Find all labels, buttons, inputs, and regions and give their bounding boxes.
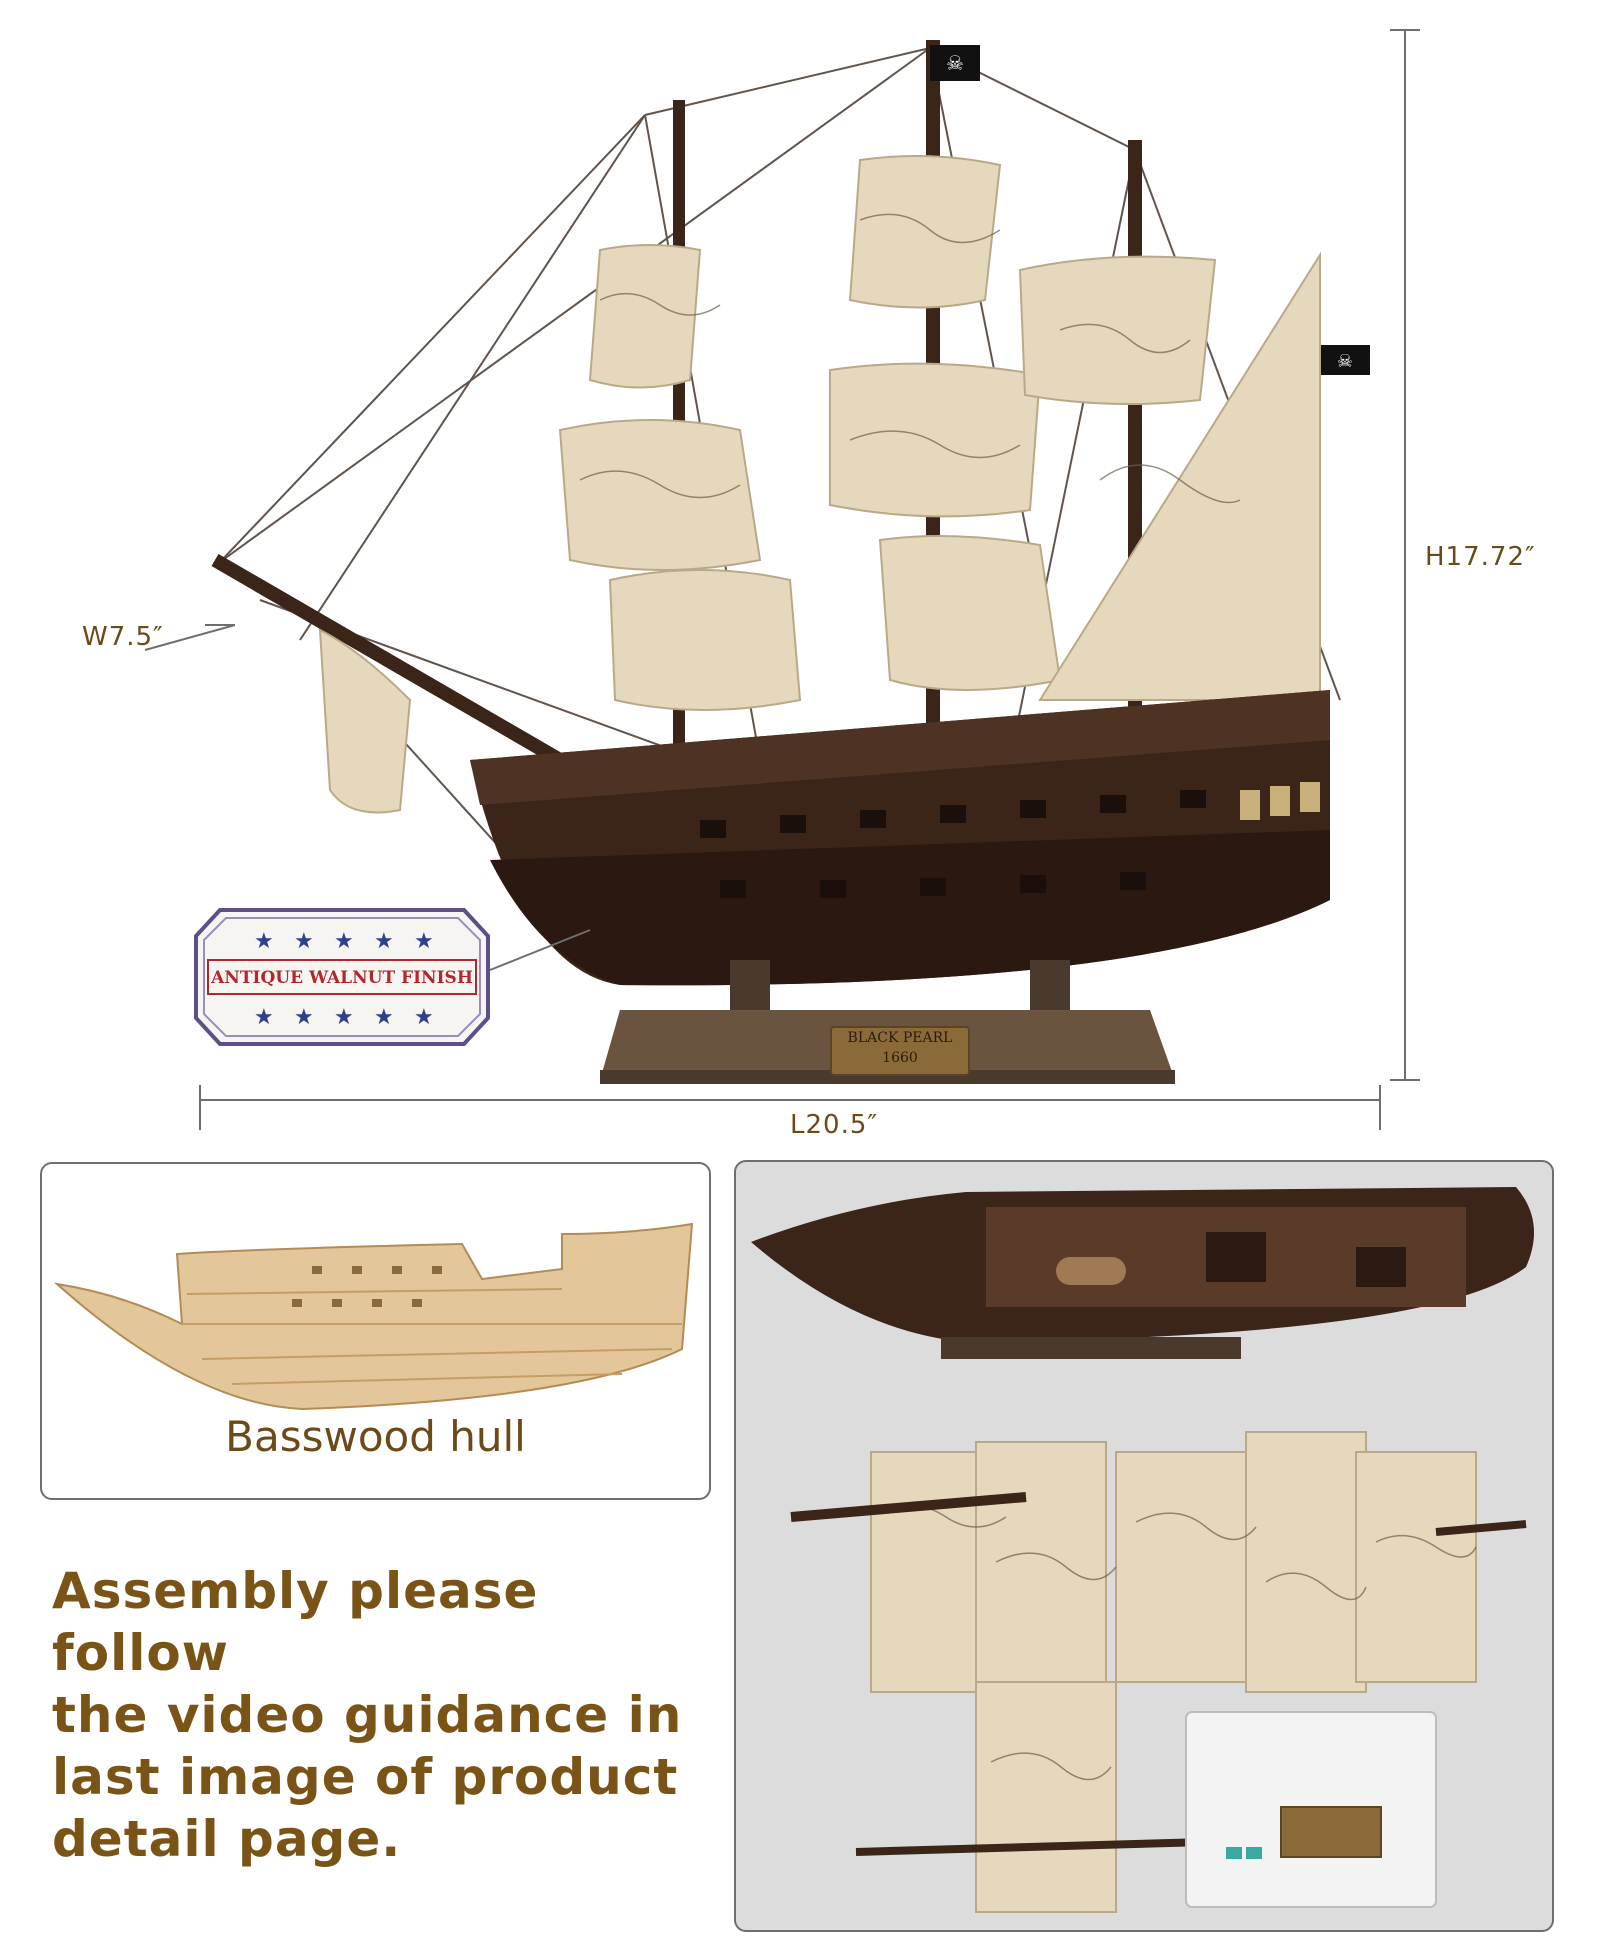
svg-text:★: ★ (374, 1005, 394, 1030)
assembly-note-line-2: the video guidance in (52, 1686, 683, 1744)
svg-text:★: ★ (254, 1005, 274, 1030)
assembly-note-line-1: Assembly please follow (52, 1562, 539, 1682)
nameplate: BLACK PEARL 1660 (830, 1026, 970, 1076)
svg-text:★: ★ (334, 929, 354, 954)
svg-text:★: ★ (414, 1005, 434, 1030)
height-label: H17.72″ (1425, 542, 1536, 572)
svg-text:☠: ☠ (1337, 351, 1353, 372)
assembly-note-line-4: detail page. (52, 1810, 402, 1868)
svg-text:★: ★ (414, 929, 434, 954)
kit-contents-illustration (751, 1187, 1534, 1913)
finish-badge: ★ ★ ★ ★ ★ ★ ★ ★ ★ ★ ANTIQUE WALNUT FINISH (192, 906, 492, 1048)
main-ship-photo: ☠ ☠ (211, 40, 1370, 1084)
nameplate-line1: BLACK PEARL (847, 1030, 953, 1046)
nameplate-line2: 1660 (882, 1050, 918, 1066)
basswood-hull-panel: Basswood hull (40, 1162, 711, 1500)
svg-text:★: ★ (294, 929, 314, 954)
svg-text:★: ★ (254, 929, 274, 954)
finish-badge-text: ANTIQUE WALNUT FINISH (211, 968, 473, 988)
length-label: L20.5″ (790, 1110, 879, 1140)
width-label: W7.5″ (82, 622, 164, 652)
dimension-lines (144, 29, 1420, 1130)
svg-text:★: ★ (334, 1005, 354, 1030)
kit-contents-photo (734, 1160, 1554, 1932)
hull-caption: Basswood hull (225, 1412, 526, 1461)
svg-text:☠: ☠ (946, 51, 964, 75)
assembly-note-line-3: last image of product (52, 1748, 679, 1806)
svg-text:★: ★ (294, 1005, 314, 1030)
assembly-note: Assembly please follow the video guidanc… (52, 1560, 712, 1870)
finish-badge-frame: ★ ★ ★ ★ ★ ★ ★ ★ ★ ★ (194, 908, 490, 1046)
svg-text:★: ★ (374, 929, 394, 954)
ship-illustration: ☠ ☠ (211, 40, 1370, 1084)
hull-illustration (53, 1222, 694, 1411)
